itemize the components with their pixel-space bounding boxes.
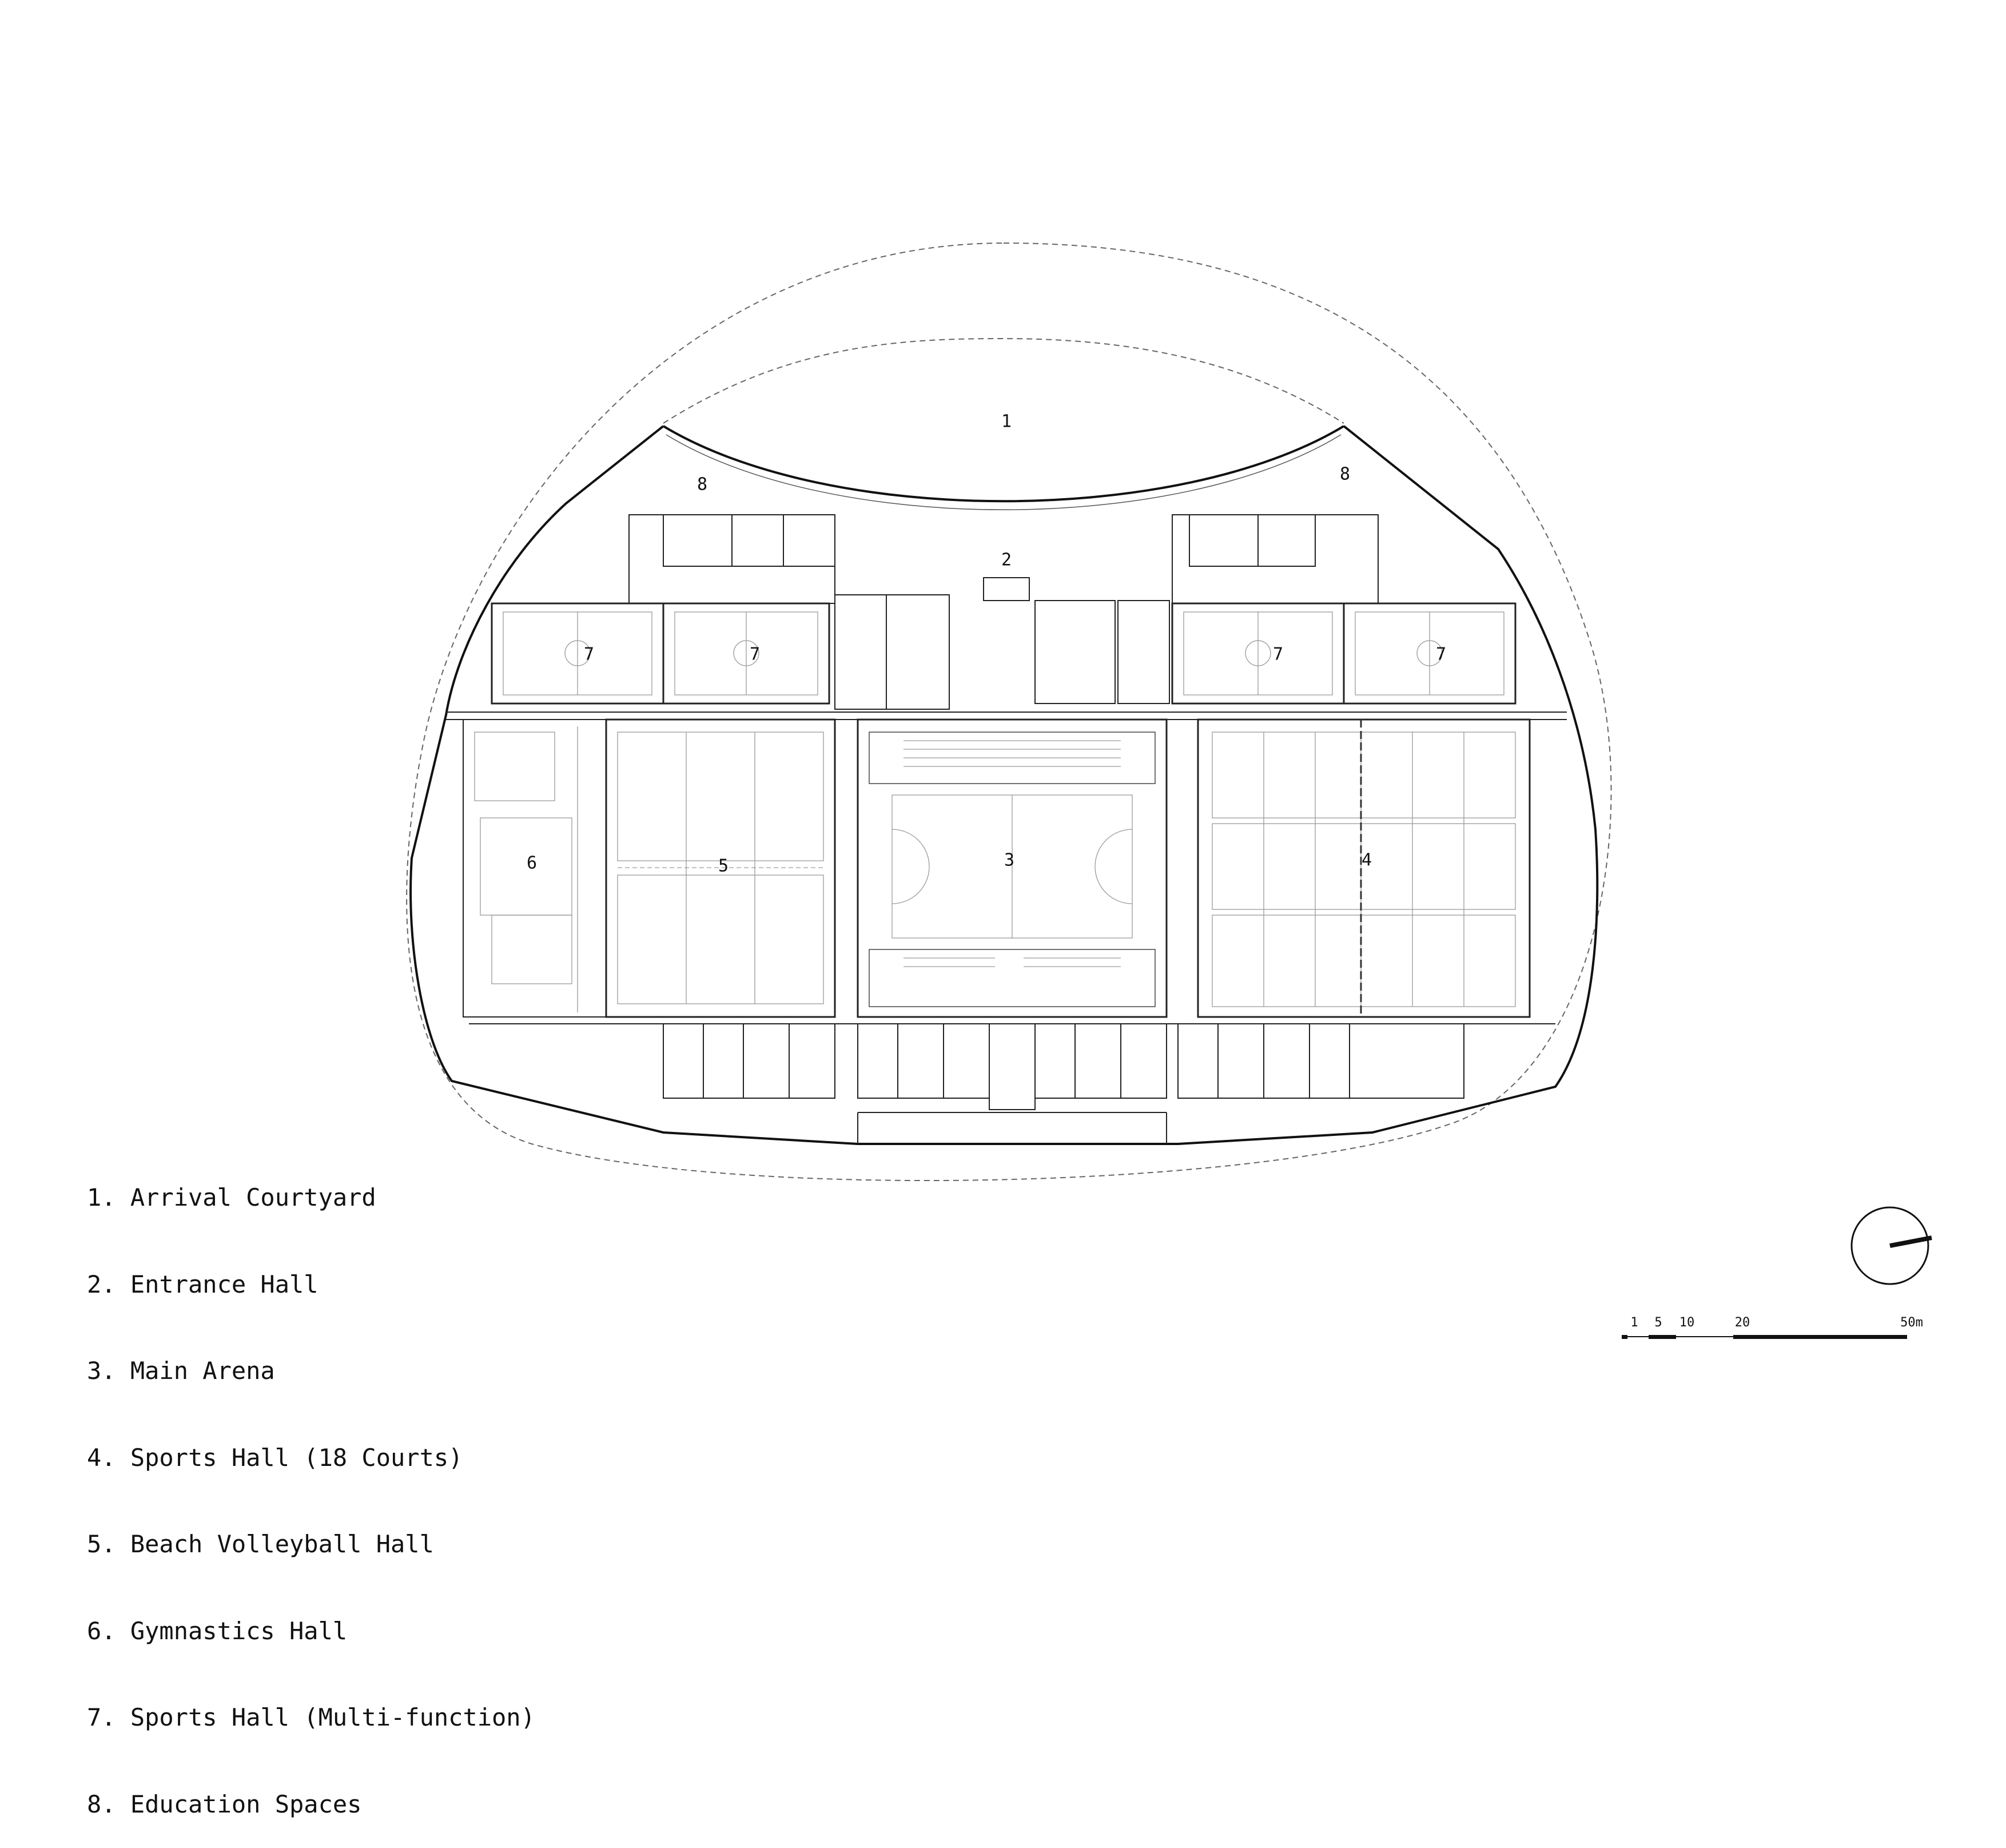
room-labels: 1 2 3 4 5 6 7 7 7 7 8 8 (527, 412, 1446, 876)
legend-item: 7. Sports Hall (Multi-function) (87, 1703, 535, 1731)
courtyard-arc (663, 337, 1344, 424)
sports-hall-18-plan (1197, 718, 1531, 1018)
legend-item: 3. Main Arena (87, 1357, 275, 1385)
scale-bar: 1 5 10 20 50m (1622, 1316, 1923, 1339)
label-arrival-courtyard: 1 (1001, 412, 1012, 432)
label-education-east: 8 (1340, 464, 1350, 484)
legend-item: 4. Sports Hall (18 Courts) (87, 1443, 463, 1472)
legend-item: 6. Gymnastics Hall (87, 1616, 348, 1645)
label-sports-hall-multi-2: 7 (750, 645, 760, 665)
north-wing (491, 514, 1517, 710)
building-envelope (409, 425, 1599, 1145)
legend-item: 1. Arrival Courtyard (87, 1183, 376, 1211)
legend: 1. Arrival Courtyard 2. Entrance Hall 3.… (87, 1126, 535, 1848)
scale-tick-50m: 50m (1900, 1316, 1923, 1330)
label-beach-volleyball: 5 (718, 856, 729, 876)
scale-tick-1: 1 (1630, 1316, 1638, 1330)
label-main-arena: 3 (1004, 851, 1014, 871)
scale-tick-5: 5 (1654, 1316, 1662, 1330)
label-education-west: 8 (697, 475, 707, 495)
entrance-facade-arc (662, 425, 1345, 503)
north-arrow-icon (1850, 1206, 1932, 1285)
label-sports-hall-multi-3: 7 (1273, 645, 1283, 665)
beach-volleyball-plan (605, 718, 836, 1018)
legend-item: 5. Beach Volleyball Hall (87, 1530, 434, 1558)
label-sports-hall-18: 4 (1362, 851, 1372, 871)
scale-tick-20: 20 (1735, 1316, 1750, 1330)
legend-item: 8. Education Spaces (87, 1790, 362, 1818)
canopy-outline (406, 242, 1612, 1182)
label-sports-hall-multi-1: 7 (584, 645, 594, 665)
south-wing (469, 1023, 1555, 1144)
floor-plan: 1 2 3 4 5 6 7 7 7 7 8 8 1 5 10 20 50m (406, 242, 1932, 1339)
scale-tick-10: 10 (1679, 1316, 1695, 1330)
label-gymnastics: 6 (527, 853, 537, 873)
label-entrance-hall: 2 (1001, 550, 1012, 570)
legend-item: 2. Entrance Hall (87, 1270, 319, 1298)
label-sports-hall-multi-4: 7 (1436, 645, 1446, 665)
main-arena-plan (857, 718, 1168, 1018)
court-markings-north (503, 611, 1505, 696)
